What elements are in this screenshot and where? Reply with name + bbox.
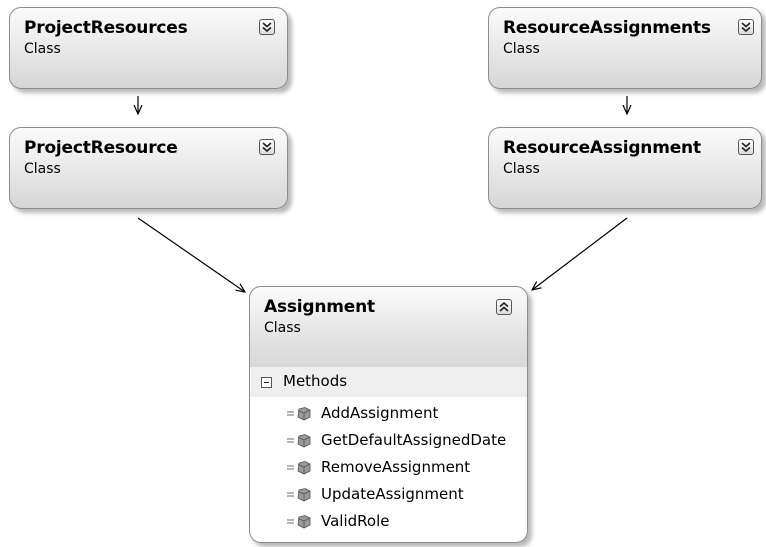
minus-box-icon[interactable] [261, 377, 272, 388]
method-name: ValidRole [321, 512, 390, 530]
class-kind: Class [503, 161, 540, 177]
arrow-resourceassignment-to-assignment [532, 217, 628, 290]
class-shape-projectresource[interactable]: ProjectResource Class [9, 127, 288, 209]
method-name: GetDefaultAssignedDate [321, 431, 507, 449]
class-name: Assignment [264, 297, 375, 317]
class-kind: Class [264, 320, 301, 336]
methods-section-header[interactable]: Methods [250, 367, 527, 397]
section-label: Methods [283, 372, 348, 390]
class-name: ResourceAssignment [503, 138, 701, 158]
method-cube-icon [287, 407, 311, 421]
method-cube-icon [287, 461, 311, 475]
class-kind: Class [503, 41, 540, 57]
double-chevron-up-icon[interactable] [496, 299, 512, 315]
double-chevron-down-icon[interactable] [738, 19, 754, 35]
class-kind: Class [24, 161, 61, 177]
method-cube-icon [287, 515, 311, 529]
class-shape-resourceassignments[interactable]: ResourceAssignments Class [488, 7, 762, 89]
arrow-projectresource-to-assignment [137, 217, 245, 292]
method-name: RemoveAssignment [321, 458, 471, 476]
class-kind: Class [24, 41, 61, 57]
class-shape-assignment[interactable]: Assignment Class Methods AddAssignment G… [249, 286, 528, 543]
class-name: ProjectResource [24, 138, 178, 158]
double-chevron-down-icon[interactable] [259, 139, 275, 155]
class-header [250, 287, 527, 367]
class-name: ProjectResources [24, 18, 188, 38]
method-cube-icon [287, 488, 311, 502]
method-name: UpdateAssignment [321, 485, 464, 503]
class-name: ResourceAssignments [503, 18, 711, 38]
method-name: AddAssignment [321, 404, 439, 422]
double-chevron-down-icon[interactable] [738, 139, 754, 155]
method-cube-icon [287, 434, 311, 448]
double-chevron-down-icon[interactable] [259, 19, 275, 35]
class-shape-resourceassignment[interactable]: ResourceAssignment Class [488, 127, 762, 209]
class-shape-projectresources[interactable]: ProjectResources Class [9, 7, 288, 89]
